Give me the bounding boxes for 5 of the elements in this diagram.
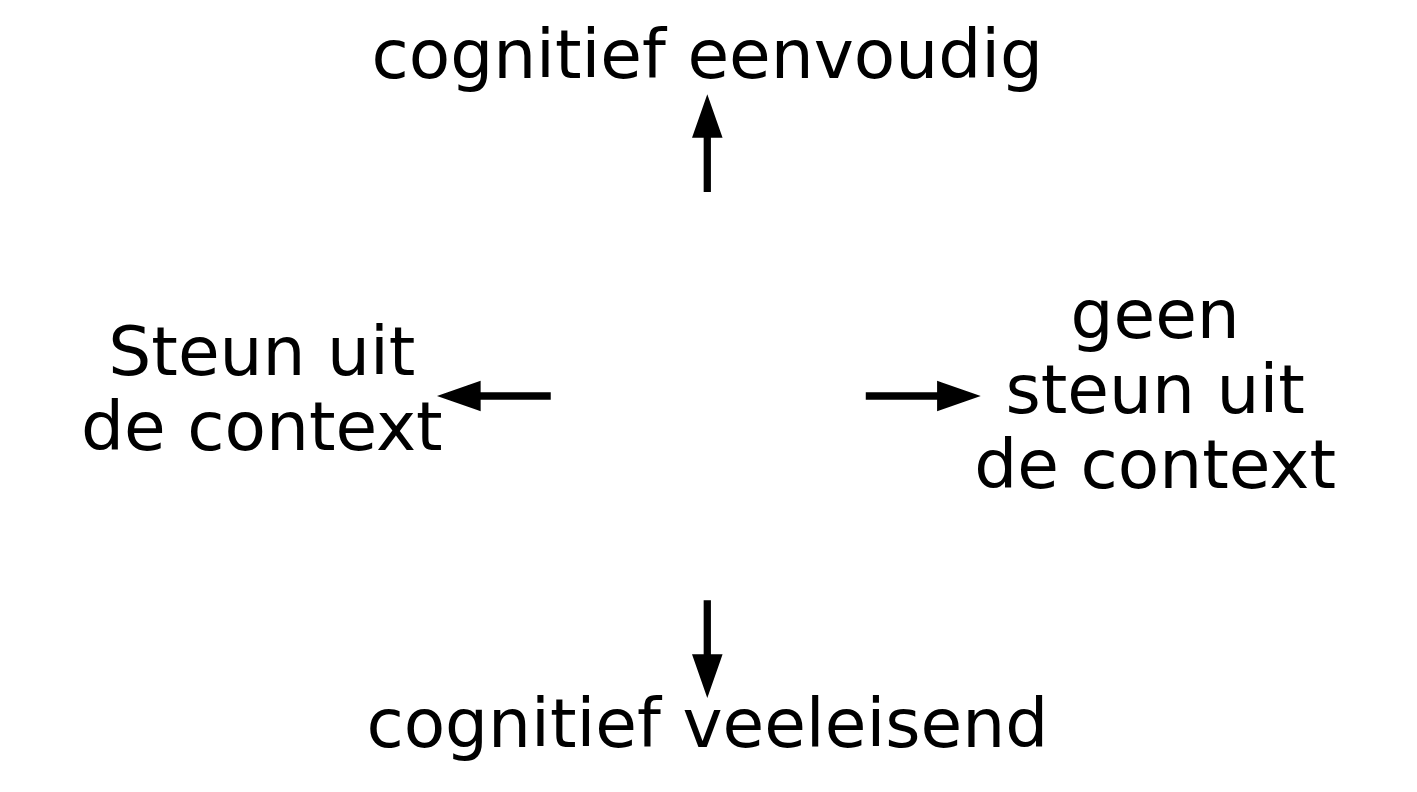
node-text: Steun uit de context: [81, 312, 443, 467]
arrow: [865, 380, 981, 412]
node-text: geen steun uit de context: [974, 274, 1336, 504]
node-text: cognitief eenvoudig: [371, 15, 1044, 95]
node-text: cognitief veeleisend: [366, 684, 1049, 764]
